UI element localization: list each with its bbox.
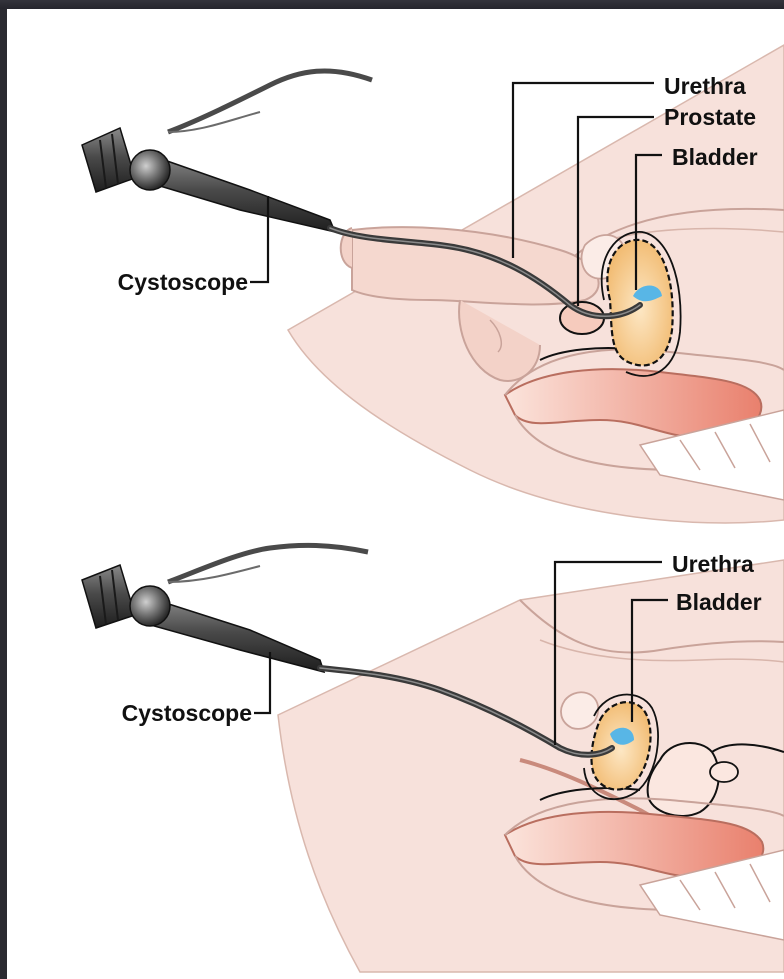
female-panel: Urethra Bladder Cystoscope xyxy=(82,545,784,972)
female-cystoscope-label: Cystoscope xyxy=(122,700,252,726)
female-cystoscope-leader xyxy=(254,652,270,713)
male-urethra-label: Urethra xyxy=(664,73,746,99)
illustration-canvas: Urethra Prostate Bladder Cystoscope xyxy=(7,9,784,979)
window-left-edge xyxy=(0,9,7,979)
cystoscopy-diagram: Urethra Prostate Bladder Cystoscope xyxy=(7,9,784,979)
male-cystoscope-label: Cystoscope xyxy=(118,269,248,295)
male-prostate-label: Prostate xyxy=(664,104,756,130)
male-bladder-label: Bladder xyxy=(672,144,758,170)
female-bladder-label: Bladder xyxy=(676,589,762,615)
male-panel: Urethra Prostate Bladder Cystoscope xyxy=(82,45,784,523)
female-urethra-label: Urethra xyxy=(672,551,754,577)
window-top-bar xyxy=(0,0,784,9)
female-pubic-bone xyxy=(561,692,598,729)
